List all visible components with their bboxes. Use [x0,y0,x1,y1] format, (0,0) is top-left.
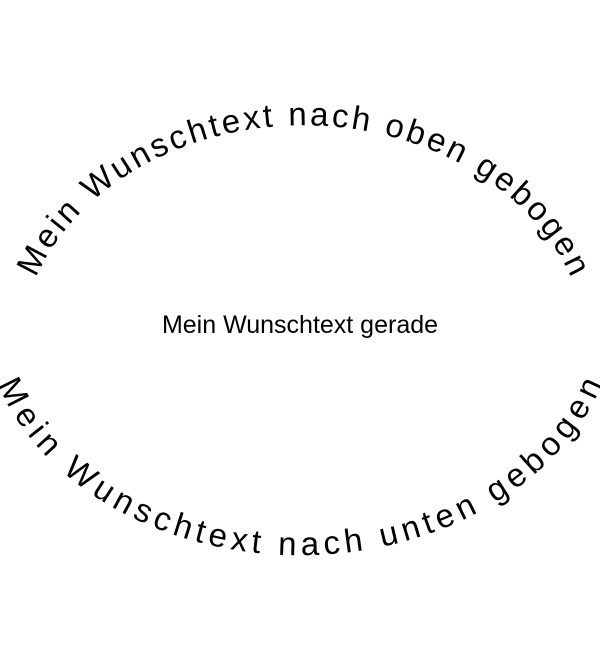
arc-top-text: Mein Wunschtext nach oben gebogen [9,95,598,281]
arc-top-textpath: Mein Wunschtext nach oben gebogen [9,95,598,281]
straight-text: Mein Wunschtext gerade [162,311,438,339]
arc-bottom-text: Mein Wunschtext nach unten gebogen [0,371,600,562]
arc-bottom-textpath: Mein Wunschtext nach unten gebogen [0,371,600,562]
